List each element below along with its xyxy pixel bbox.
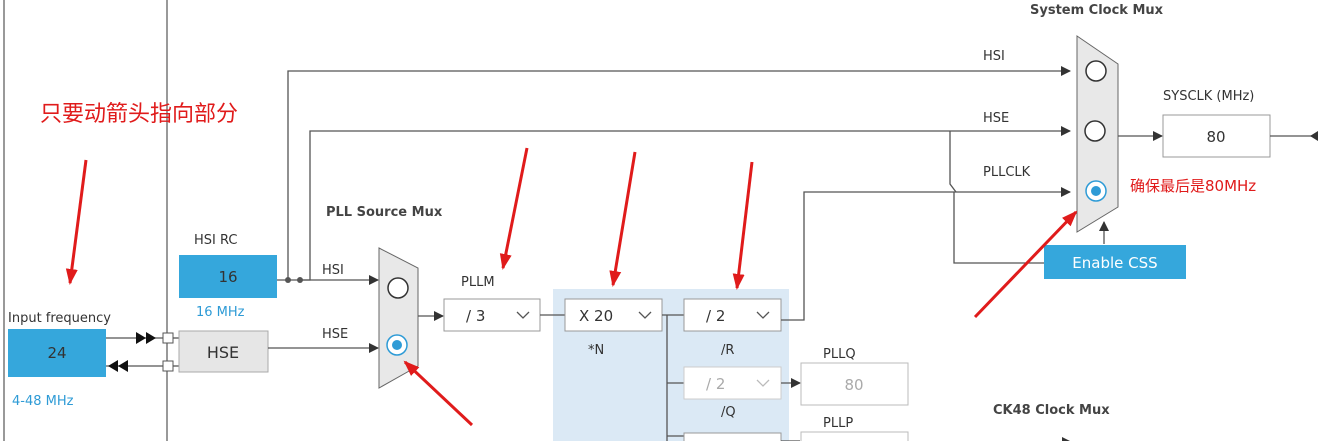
input-frequency-field[interactable]: 24 — [8, 329, 106, 377]
pllq-select[interactable]: / 2 — [683, 366, 782, 400]
pllp-label: PLLP — [823, 416, 853, 431]
pllr-select[interactable]: / 2 — [683, 298, 782, 332]
hse-label: HSE — [207, 343, 239, 362]
pllm-select[interactable]: / 3 — [443, 298, 541, 332]
osc-pin-out — [162, 360, 174, 372]
instruction-note: 只要动箭头指向部分 — [40, 102, 238, 127]
enable-css-label: Enable CSS — [1072, 254, 1157, 272]
pllq-label: PLLQ — [823, 347, 856, 362]
pllm-label: PLLM — [461, 275, 495, 290]
hsi-rc-freq: 16 MHz — [196, 305, 245, 320]
hse-to-sys-mux-wire — [300, 126, 1071, 281]
system-clock-mux-title: System Clock Mux — [1030, 3, 1164, 18]
annotation-arrows — [65, 147, 1078, 427]
input-frequency-value: 24 — [47, 344, 66, 362]
plln-select[interactable]: X 20 — [564, 298, 663, 332]
red-arrow-pll-source — [403, 360, 474, 427]
sys-mux-pllclk-label: PLLCLK — [983, 165, 1031, 180]
sys-mux-hse-radio[interactable] — [1084, 120, 1106, 142]
sys-mux-pllclk-radio[interactable] — [1085, 180, 1107, 202]
pllr-label: /R — [721, 343, 734, 358]
pll-source-mux-title: PLL Source Mux — [326, 205, 443, 220]
plln-value: X 20 — [579, 307, 613, 325]
input-frequency-range: 4-48 MHz — [12, 394, 74, 409]
pllq-div-value: / 2 — [706, 375, 725, 393]
sysclk-label: SYSCLK (MHz) — [1163, 89, 1254, 104]
red-arrow-plln — [609, 151, 637, 287]
osc-in-arrows — [136, 332, 156, 344]
osc-out-arrows — [108, 360, 128, 372]
enable-css-button[interactable]: Enable CSS — [1044, 245, 1186, 279]
sysclk-note: 确保最后是80MHz — [1130, 177, 1256, 195]
pllp-output-field — [800, 431, 909, 441]
chevron-down-icon — [756, 379, 770, 387]
input-frequency-label: Input frequency — [8, 311, 111, 326]
sys-mux-hsi-radio[interactable] — [1085, 60, 1107, 82]
pllp-select[interactable] — [683, 432, 782, 441]
pll-mux-hse-radio[interactable] — [386, 334, 408, 356]
hsi-rc-label: HSI RC — [194, 233, 237, 248]
pllclk-wire — [781, 187, 1071, 321]
pllm-value: / 3 — [466, 307, 485, 325]
hsi-rc-value: 16 — [218, 268, 237, 286]
sys-mux-hsi-label: HSI — [983, 49, 1005, 64]
sys-mux-hse-label: HSE — [983, 111, 1009, 126]
red-arrow-pllr — [732, 161, 754, 290]
chevron-down-icon — [638, 311, 652, 319]
ck48-mux-title: CK48 Clock Mux — [993, 403, 1110, 418]
red-arrow-pllm — [499, 147, 529, 270]
sysclk-field[interactable]: 80 — [1162, 114, 1271, 158]
plln-label: *N — [588, 343, 604, 358]
osc-pin-in — [162, 332, 174, 344]
sysclk-value: 80 — [1206, 128, 1225, 146]
pll-mux-hsi-label: HSI — [322, 263, 344, 278]
chevron-down-icon — [516, 311, 530, 319]
pll-mux-hse-label: HSE — [322, 327, 348, 342]
pllq-output-field: 80 — [800, 362, 909, 406]
hsi-to-sys-mux-wire — [287, 66, 1071, 280]
hse-block: HSE — [178, 330, 269, 373]
pllr-value: / 2 — [706, 307, 725, 325]
pllq-output-value: 80 — [844, 376, 863, 394]
red-arrow-sys-mux — [973, 210, 1078, 319]
hsi-rc-field: 16 — [179, 255, 277, 298]
pllq-div-label: /Q — [721, 405, 736, 420]
pll-mux-hsi-radio[interactable] — [387, 277, 409, 299]
chevron-down-icon — [756, 311, 770, 319]
red-arrow-input — [65, 159, 88, 285]
